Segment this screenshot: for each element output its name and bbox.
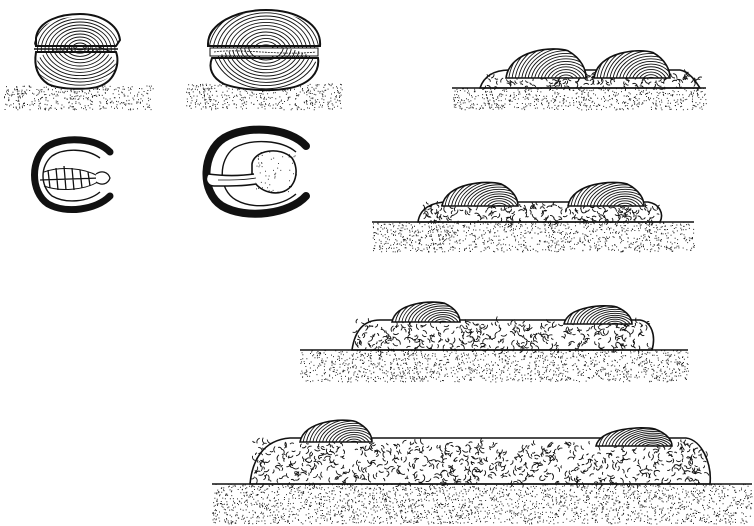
- lower-valve: [35, 52, 117, 89]
- section-gills-group: [35, 140, 111, 210]
- clam-open-group: [186, 0, 343, 110]
- stage-2-group: [372, 164, 695, 256]
- stage-1-group: [452, 27, 715, 140]
- upper-valve: [208, 10, 320, 46]
- sediment-strip: [373, 222, 695, 252]
- stage-3-group: [300, 286, 689, 382]
- section-foot-group: [206, 130, 306, 214]
- clam-closed-group: [4, 0, 154, 110]
- stage-4-group: [212, 403, 752, 524]
- gill-comb: [40, 166, 100, 190]
- sediment-strip: [300, 350, 688, 382]
- sediment-strip: [212, 484, 752, 524]
- sediment-strip: [453, 88, 707, 110]
